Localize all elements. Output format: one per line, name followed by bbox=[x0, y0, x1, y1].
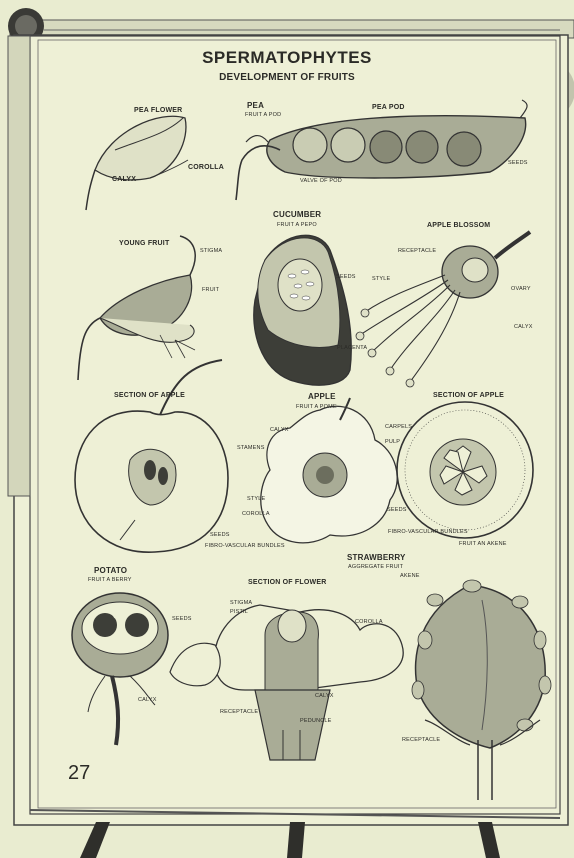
strawberry-akene-label: AKENE bbox=[400, 574, 420, 580]
cucumber-heading: CUCUMBER bbox=[273, 211, 321, 219]
page-number: 27 bbox=[68, 762, 90, 785]
apple-section-right-carpels-label: CARPELS bbox=[385, 425, 412, 431]
strawberry-kind: AGGREGATE FRUIT bbox=[348, 565, 403, 571]
pea-heading: PEA bbox=[247, 102, 264, 110]
potato-heading: POTATO bbox=[94, 567, 127, 575]
chart-subtitle: DEVELOPMENT OF FRUITS bbox=[0, 73, 574, 83]
potato-seeds-label: SEEDS bbox=[172, 617, 192, 623]
pea-flower-label: PEA FLOWER bbox=[134, 107, 182, 114]
pea-pod-label: PEA POD bbox=[372, 104, 405, 111]
apple-section-right-pulp-label: PULP bbox=[385, 440, 400, 446]
apple-blossom-style-label: STYLE bbox=[372, 277, 390, 283]
apple-section-left-heading: SECTION OF APPLE bbox=[114, 392, 185, 399]
apple-section-right-heading: SECTION OF APPLE bbox=[433, 392, 504, 399]
apple-blossom-heading: APPLE BLOSSOM bbox=[427, 222, 490, 229]
potato-calyx-label: CALYX bbox=[138, 698, 157, 704]
apple-blossom-receptacle-label: RECEPTACLE bbox=[398, 249, 436, 255]
flower-section-corolla-label: COROLLA bbox=[355, 620, 383, 626]
flower-section-stigma-label: STIGMA bbox=[230, 601, 252, 607]
apple-section-left-seeds-label: SEEDS bbox=[210, 533, 230, 539]
young-fruit-fruit-label: FRUIT bbox=[202, 288, 219, 294]
apple-blossom-ovary-label: OVARY bbox=[511, 287, 531, 293]
apple-pome-stamens-label: STAMENS bbox=[237, 446, 265, 452]
cucumber-placenta-label: PLACENTA bbox=[337, 346, 367, 352]
pea-valve-label: VALVE OF POD bbox=[300, 179, 342, 185]
strawberry-heading: STRAWBERRY bbox=[347, 554, 406, 562]
apple-pome-calyx-label: CALYX bbox=[270, 428, 289, 434]
young-fruit-heading: YOUNG FRUIT bbox=[119, 240, 169, 247]
apple-pome-corolla-label: COROLLA bbox=[242, 512, 270, 518]
pea-flower-calyx-label: CALYX bbox=[112, 176, 136, 183]
apple-pome-heading: APPLE bbox=[308, 393, 336, 401]
potato-kind: FRUIT A BERRY bbox=[88, 578, 132, 584]
pea-flower-corolla-label: COROLLA bbox=[188, 164, 224, 171]
apple-pome-kind: FRUIT A POME bbox=[296, 405, 337, 411]
apple-section-right-seeds-label: SEEDS bbox=[387, 508, 407, 514]
flower-section-pistil-label: PISTIL bbox=[230, 610, 248, 616]
flower-section-peduncle-label: PEDUNCLE bbox=[300, 719, 332, 725]
apple-section-right-drawing bbox=[397, 402, 533, 538]
flower-section-heading: SECTION OF FLOWER bbox=[248, 579, 326, 586]
pea-kind: FRUIT A POD bbox=[245, 113, 281, 119]
apple-section-right-bundles-label: FIBRO-VASCULAR BUNDLES bbox=[388, 530, 468, 536]
flower-section-receptacle-label: RECEPTACLE bbox=[220, 710, 258, 716]
pea-seeds-label: SEEDS bbox=[508, 161, 528, 167]
strawberry-receptacle-label: RECEPTACLE bbox=[402, 738, 440, 744]
apple-blossom-calyx-label: CALYX bbox=[514, 325, 533, 331]
chart-title: SPERMATOPHYTES bbox=[0, 49, 574, 66]
apple-pome-style-label: STYLE bbox=[247, 497, 265, 503]
apple-section-left-bundles-label: FIBRO-VASCULAR BUNDLES bbox=[205, 544, 285, 550]
cucumber-kind: FRUIT A PEPO bbox=[277, 223, 317, 229]
flower-section-calyx-label: CALYX bbox=[315, 694, 334, 700]
young-fruit-stigma-label: STIGMA bbox=[200, 249, 222, 255]
strawberry-fruit-label: FRUIT AN AKENE bbox=[459, 542, 507, 548]
cucumber-seeds-label: SEEDS bbox=[336, 275, 356, 281]
